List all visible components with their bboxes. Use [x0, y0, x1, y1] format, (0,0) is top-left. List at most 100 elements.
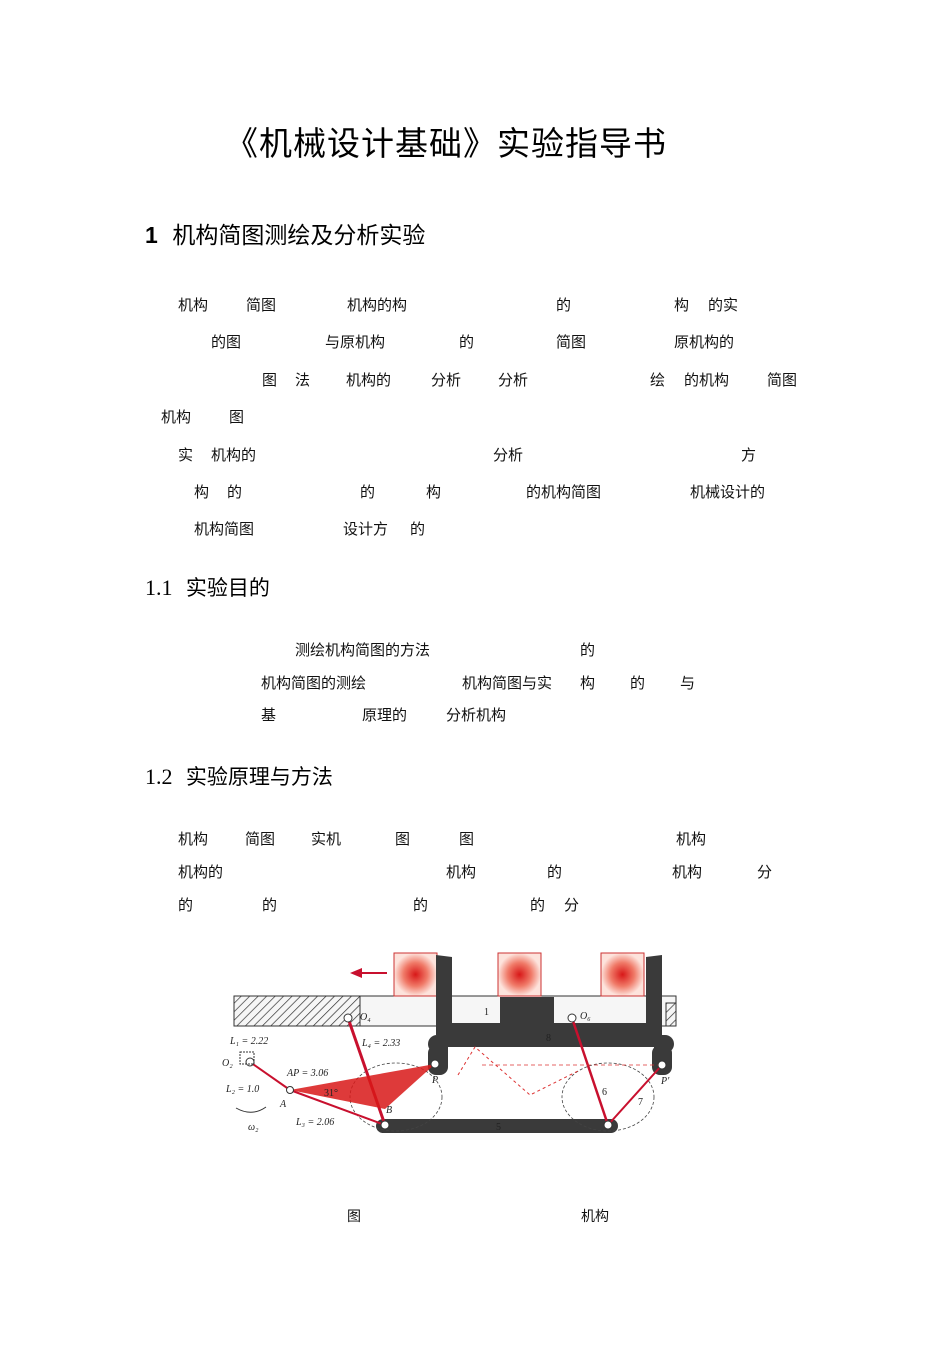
transfer-bar — [436, 955, 662, 1035]
text-fragment: 机械设计的 — [690, 483, 766, 501]
text-fragment: 的机构简图 — [526, 483, 602, 501]
text-fragment: 分 — [757, 863, 773, 881]
label-angle: 31° — [324, 1088, 338, 1099]
section-1-1-title: 实验目的 — [185, 576, 270, 600]
text-fragment: 的 — [547, 863, 563, 881]
page-title: 《机械设计基础》实验指导书 — [225, 124, 667, 163]
text-fragment: 简图 — [245, 830, 276, 848]
text-fragment: 的 — [178, 896, 194, 914]
text-fragment: 图 — [229, 408, 245, 426]
text-fragment: 机构 — [178, 830, 209, 848]
text-fragment: 的 — [413, 896, 429, 914]
label-b: B — [386, 1105, 392, 1116]
coupler-curve-right — [561, 1062, 655, 1132]
label-p: P — [431, 1075, 438, 1086]
joint-b — [380, 1120, 390, 1130]
section-1-2-title: 实验原理与方法 — [185, 765, 333, 789]
text-fragment: 的 — [410, 520, 426, 538]
caption-fragment: 机构 — [581, 1209, 609, 1225]
text-fragment: 的实 — [708, 296, 739, 314]
label-omega: ω₂ — [248, 1122, 259, 1133]
text-fragment: 机构的 — [178, 863, 224, 881]
text-fragment: 与原机构 — [325, 333, 386, 351]
label-l1: L₁ = 2.22 — [229, 1036, 268, 1047]
text-fragment: 基 — [261, 706, 277, 724]
text-fragment: 的 — [580, 641, 596, 659]
label-o4: O₄ — [360, 1012, 371, 1023]
text-fragment: 分析机构 — [446, 706, 507, 724]
text-fragment: 机构 — [161, 408, 192, 426]
text-fragment: 设计方 — [343, 520, 389, 538]
text-fragment: 的 — [459, 333, 475, 351]
text-fragment: 分析 — [493, 446, 524, 464]
joint-lower-right — [603, 1120, 613, 1130]
text-fragment: 构 — [580, 674, 596, 692]
text-fragment: 机构的 — [211, 446, 257, 464]
coupler-ghost — [457, 1046, 581, 1096]
label-8: 8 — [546, 1033, 551, 1044]
label-o2: O₂ — [222, 1058, 233, 1069]
text-fragment: 简图 — [767, 371, 798, 389]
text-fragment: 机构 — [446, 863, 477, 881]
text-fragment: 构 — [194, 483, 210, 501]
text-fragment: 简图 — [556, 333, 587, 351]
box-1 — [393, 952, 438, 997]
text-fragment: 实机 — [311, 830, 342, 848]
arrow-left-icon — [350, 968, 387, 978]
label-l4: L₄ = 2.33 — [361, 1038, 400, 1049]
label-6: 6 — [602, 1087, 607, 1098]
label-l2: L₂ = 1.0 — [225, 1084, 259, 1095]
joint-p2 — [657, 1060, 667, 1070]
label-1: 1 — [484, 1007, 489, 1018]
carrier-left-leg — [428, 1045, 448, 1075]
text-fragment: 绘 — [650, 371, 666, 389]
section-1-heading: 1 机构简图测绘及分析实验 — [145, 216, 425, 250]
text-fragment: 的 — [227, 483, 243, 501]
text-fragment: 分析 — [431, 371, 462, 389]
section-1-number: 1 — [145, 222, 158, 248]
section-1-1-number: 1.1 — [145, 575, 173, 600]
text-fragment: 的 — [360, 483, 376, 501]
text-fragment: 法 — [295, 371, 311, 389]
text-fragment: 图 — [459, 830, 475, 848]
text-fragment: 机构简图与实 — [462, 674, 553, 692]
box-3 — [600, 952, 645, 997]
section-1-2-heading: 1.2 实验原理与方法 — [145, 761, 333, 791]
text-fragment: 实 — [178, 446, 194, 464]
joint-o2 — [245, 1057, 255, 1067]
text-fragment: 的机构 — [684, 371, 730, 389]
joint-a — [286, 1086, 294, 1094]
box-2 — [497, 952, 542, 997]
caption-fragment: 图 — [347, 1209, 361, 1225]
lower-link — [376, 1119, 618, 1133]
label-a: A — [279, 1099, 287, 1110]
text-fragment: 的 — [630, 674, 646, 692]
text-fragment: 机构 — [178, 296, 209, 314]
text-fragment: 与 — [680, 674, 696, 692]
text-fragment: 原理的 — [362, 706, 408, 724]
label-p2: P' — [660, 1076, 670, 1087]
joint-o4 — [343, 1013, 353, 1023]
text-fragment: 图 — [395, 830, 411, 848]
carrier-right-leg — [652, 1045, 672, 1075]
text-fragment: 的 — [262, 896, 278, 914]
text-fragment: 图 — [262, 371, 278, 389]
text-fragment: 机构简图的测绘 — [261, 674, 367, 692]
text-fragment: 机构 — [672, 863, 703, 881]
rotation-arrow-icon — [235, 1106, 267, 1113]
carrier-frame-inner — [448, 1047, 654, 1057]
text-fragment: 分 — [564, 896, 580, 914]
label-7: 7 — [638, 1097, 643, 1108]
section-1-title: 机构简图测绘及分析实验 — [172, 223, 426, 249]
section-1-1-heading: 1.1 实验目的 — [145, 572, 270, 602]
ground-hatch-right — [665, 1002, 677, 1027]
label-o6: O₆ — [580, 1011, 591, 1022]
label-ap: AP = 3.06 — [286, 1068, 328, 1079]
text-fragment: 构 — [426, 483, 442, 501]
text-fragment: 方 — [741, 446, 757, 464]
section-1-2-number: 1.2 — [145, 764, 173, 789]
pivot-o2 — [239, 1051, 255, 1065]
linkage — [249, 1017, 663, 1126]
text-fragment: 简图 — [246, 296, 277, 314]
label-l3: L₃ = 2.06 — [295, 1117, 334, 1128]
